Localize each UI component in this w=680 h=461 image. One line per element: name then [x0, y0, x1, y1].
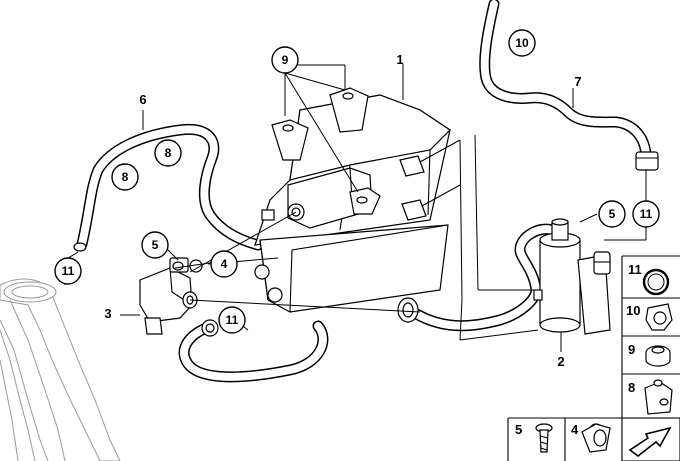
callout-8b: 8	[111, 163, 139, 191]
callout-10: 10	[508, 29, 536, 57]
svg-text:8: 8	[122, 170, 129, 184]
callout-1: 1	[396, 52, 403, 67]
svg-text:4: 4	[221, 257, 228, 271]
svg-text:5: 5	[152, 238, 159, 252]
callout-11a: 11	[54, 257, 82, 285]
legend-label-11: 11	[628, 262, 642, 277]
svg-text:11: 11	[640, 207, 653, 221]
fuel-leak-pump	[533, 218, 611, 335]
filler-pipe-outline	[0, 278, 121, 461]
purge-valve	[139, 257, 219, 337]
callout-11c: 11	[632, 200, 660, 228]
hose-clip-icon	[645, 303, 673, 331]
svg-text:11: 11	[226, 313, 239, 327]
callout-5a: 5	[141, 231, 169, 259]
callout-7: 7	[574, 74, 581, 89]
hose-6	[73, 123, 264, 252]
charcoal-canister	[254, 87, 451, 313]
parts-legend: 11 10 9 8 5 4	[507, 255, 680, 461]
callout-8a: 8	[154, 139, 182, 167]
screw-icon	[535, 423, 553, 453]
legend-label-5: 5	[515, 422, 522, 437]
callout-4: 4	[210, 250, 238, 278]
svg-text:6: 6	[139, 92, 146, 107]
clamp-ring-icon	[642, 268, 670, 296]
callout-5b: 5	[598, 200, 626, 228]
legend-label-10: 10	[626, 303, 640, 318]
callout-3: 3	[104, 306, 111, 321]
svg-text:3: 3	[104, 306, 111, 321]
bracket-clip-icon	[644, 379, 673, 415]
svg-text:1: 1	[396, 52, 403, 67]
legend-label-9: 9	[628, 342, 635, 357]
hose-7	[479, 0, 659, 171]
svg-text:9: 9	[282, 53, 289, 67]
legend-label-8: 8	[628, 380, 635, 395]
svg-text:10: 10	[515, 36, 529, 50]
svg-text:7: 7	[574, 74, 581, 89]
legend-label-4: 4	[571, 422, 579, 437]
svg-text:11: 11	[62, 264, 75, 278]
view-arrow-icon	[621, 417, 680, 461]
svg-text:8: 8	[165, 146, 172, 160]
callout-11b: 11	[218, 306, 246, 334]
callout-9: 9	[271, 46, 299, 74]
svg-text:5: 5	[609, 207, 616, 221]
grommet-nut-icon	[645, 345, 671, 367]
callout-2: 2	[557, 354, 564, 369]
rubber-plug-icon	[581, 423, 611, 453]
svg-text:2: 2	[557, 354, 564, 369]
callout-6: 6	[139, 92, 146, 107]
